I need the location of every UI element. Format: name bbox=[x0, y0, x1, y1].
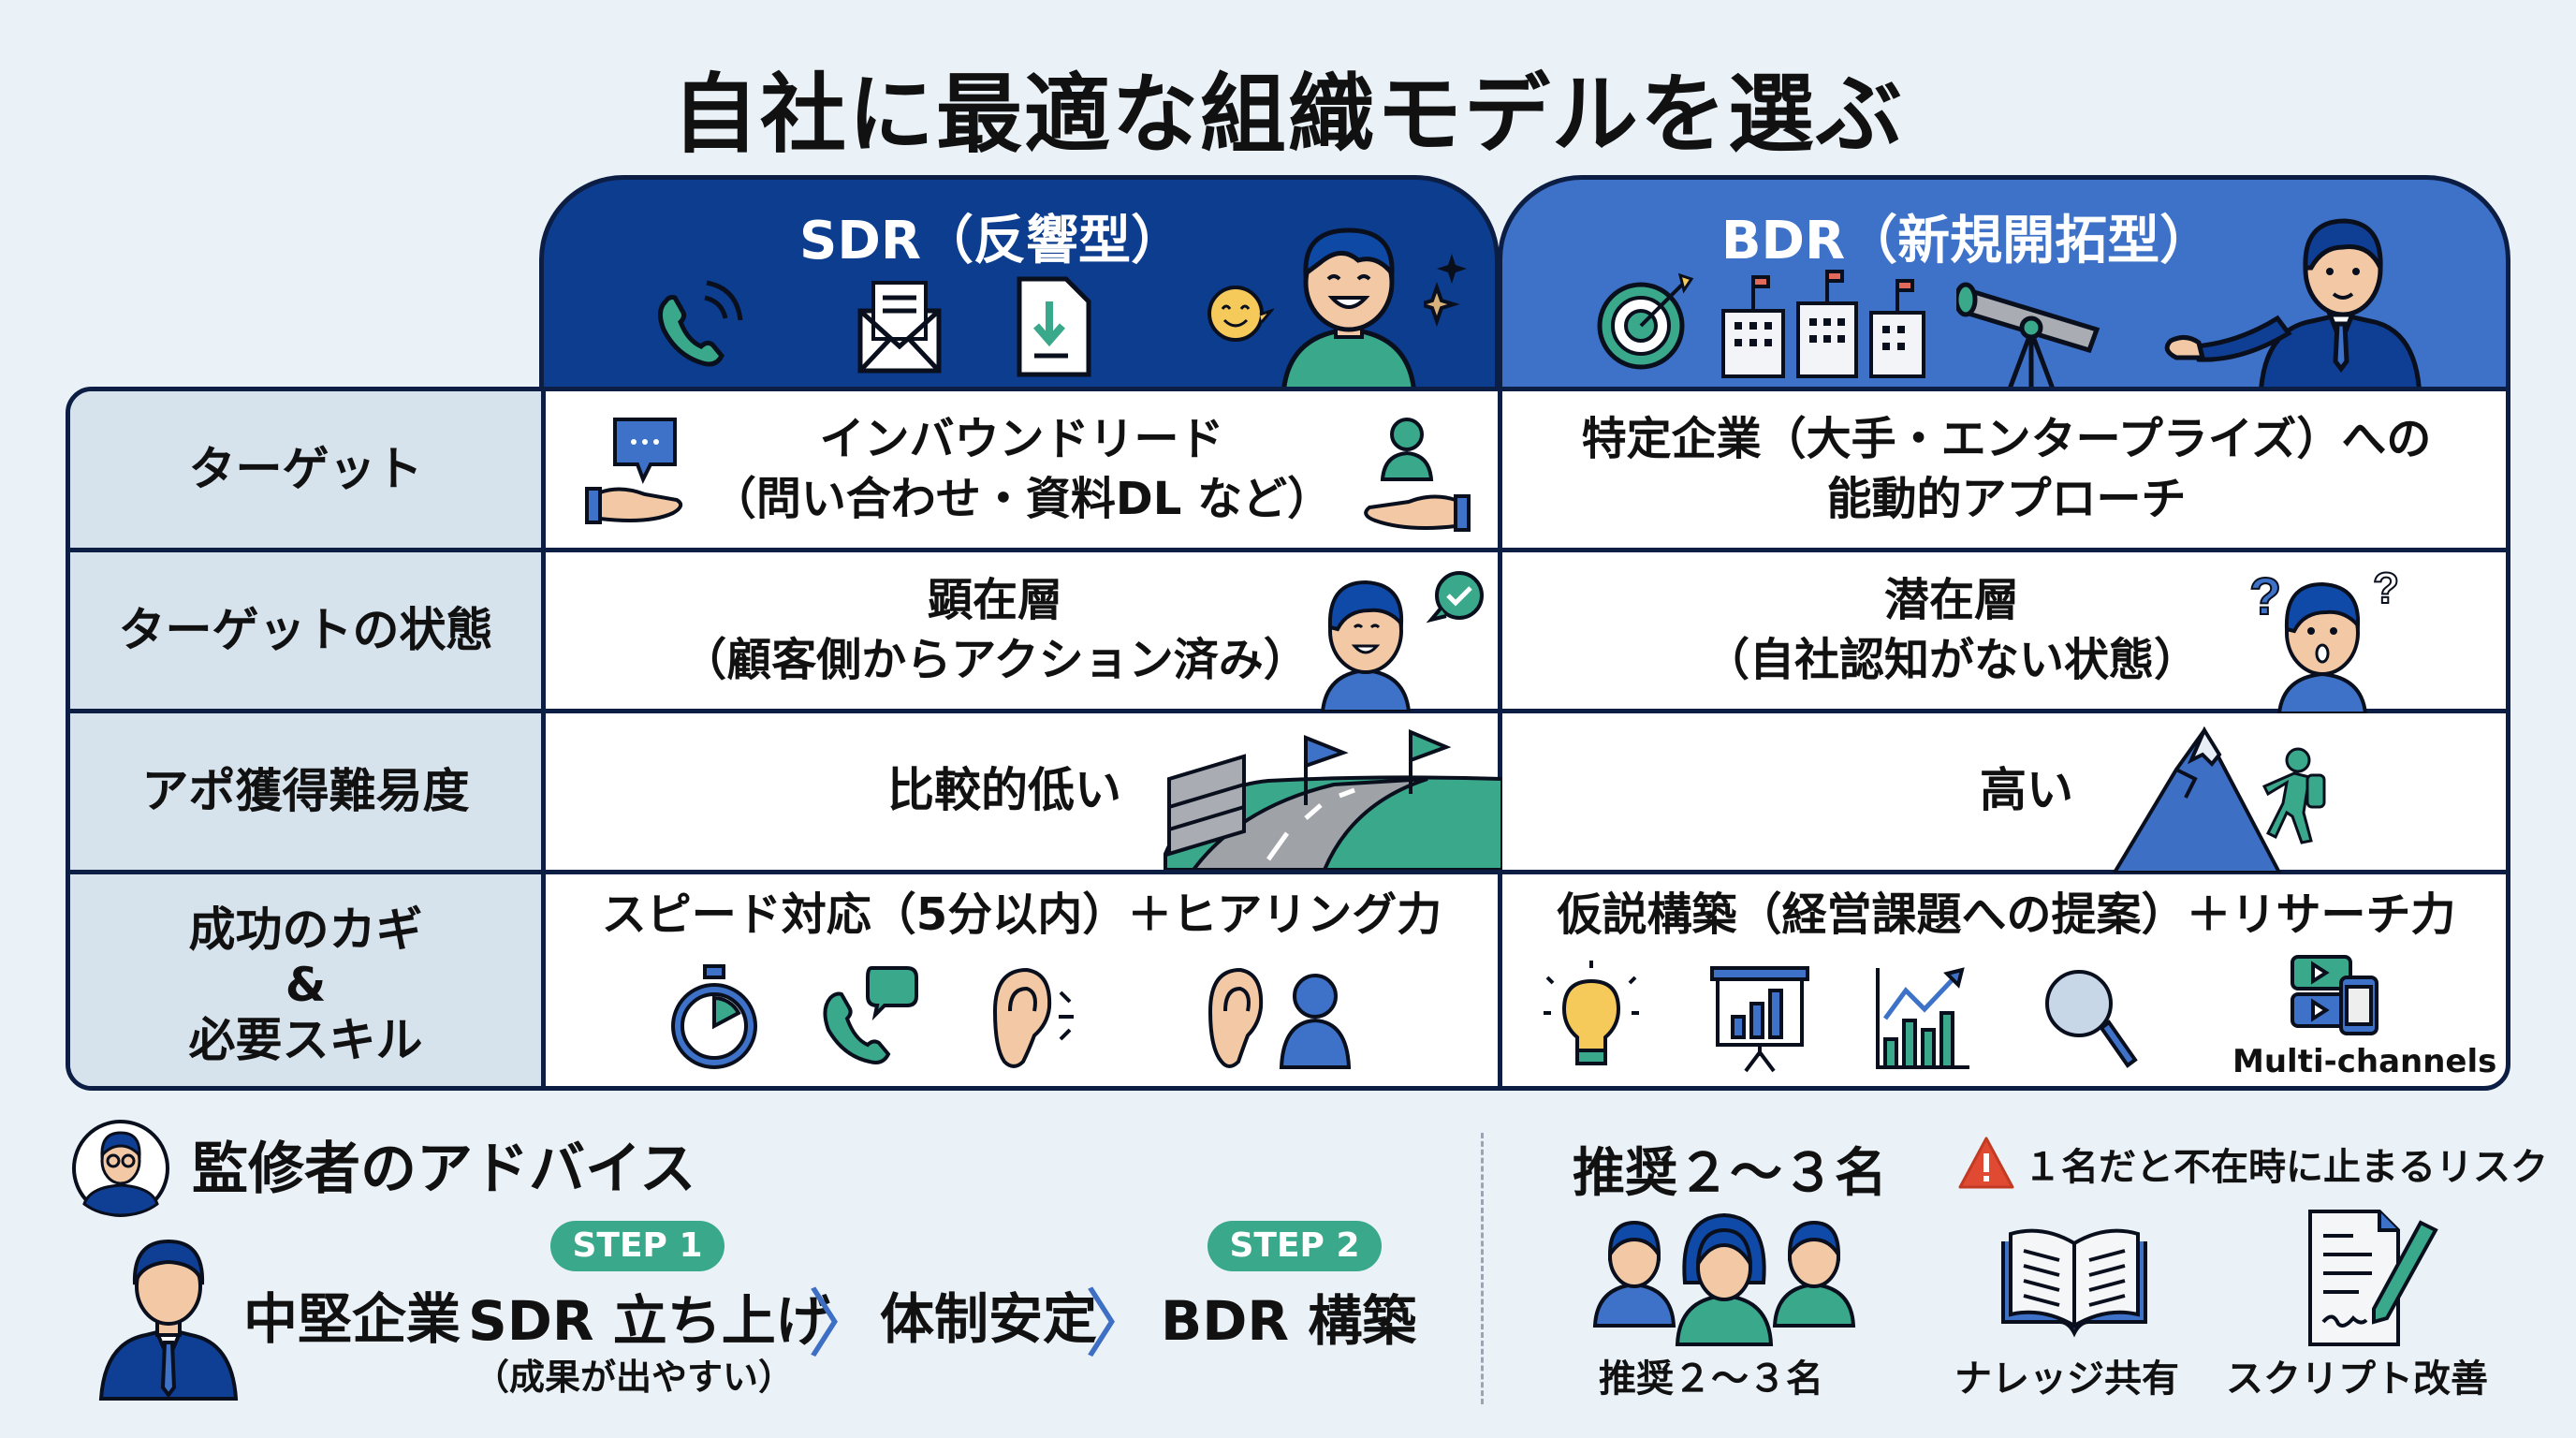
mountain-climber-icon bbox=[2112, 726, 2326, 873]
table-row-target-state: ターゲットの状態 顕在層 （顧客側からアクション済み） 潜在層 （自社認知がない… bbox=[70, 552, 2506, 713]
bdr-cell-target: 特定企業（大手・エンタープライズ）への 能動的アプローチ bbox=[1502, 391, 2506, 548]
hand-chat-bubble-icon bbox=[585, 418, 683, 524]
bdr-state-line1: 潜在層 bbox=[1883, 574, 2019, 626]
road-flags-wall-icon bbox=[1164, 728, 1502, 870]
script-edit-icon bbox=[2308, 1210, 2438, 1346]
multi-channels-caption: Multi-channels bbox=[2232, 1043, 2497, 1080]
target-icon bbox=[1597, 272, 1694, 370]
step1-badge: STEP 1 bbox=[550, 1221, 724, 1271]
smiley-bubble-icon bbox=[1208, 286, 1274, 342]
knowledge-sharing-caption: ナレッジ共有 bbox=[1954, 1357, 2179, 1401]
table-row-success-keys: 成功のカギ & 必要スキル スピード対応（5分以内）＋ヒアリング力 bbox=[70, 874, 2506, 1086]
row-label-line2: & bbox=[285, 957, 327, 1012]
step2-text: BDR 構築 bbox=[1161, 1289, 1417, 1353]
row-label-line1: 成功のカギ bbox=[188, 902, 423, 957]
step1-text: SDR 立ち上げ bbox=[468, 1289, 830, 1353]
sdr-target-line1: インバウンドリード bbox=[819, 413, 1224, 465]
step2-badge: STEP 2 bbox=[1208, 1221, 1382, 1271]
table-row-target: ターゲット インバウンドリード （問い合わせ・資料DL など） bbox=[70, 391, 2506, 552]
bdr-column-header: BDR（新規開拓型） bbox=[1498, 175, 2510, 389]
sdr-header-title: SDR（反響型） bbox=[799, 211, 1183, 271]
bdr-cell-state: 潜在層 （自社認知がない状態） ? ? bbox=[1502, 552, 2506, 713]
stopwatch-icon bbox=[671, 964, 757, 1069]
sdr-difficulty-value: 比較的低い bbox=[887, 763, 1121, 817]
svg-text:?: ? bbox=[2373, 564, 2399, 612]
multi-channel-video-icon bbox=[2291, 955, 2378, 1035]
presentation-chart-icon bbox=[1710, 966, 1809, 1073]
bdr-cell-difficulty: 高い bbox=[1502, 713, 2506, 873]
page-title: 自社に最適な組織モデルを選ぶ bbox=[671, 65, 1904, 165]
bdr-target-line1: 特定企業（大手・エンタープライズ）への bbox=[1581, 413, 2432, 465]
sdr-state-line2: （顧客側からアクション済み） bbox=[681, 634, 1309, 686]
buildings-icon bbox=[1721, 270, 1925, 378]
advice-heading: 監修者のアドバイス bbox=[192, 1137, 696, 1202]
hand-person-icon bbox=[1364, 418, 1471, 532]
sdr-cell-target: インバウンドリード （問い合わせ・資料DL など） bbox=[546, 391, 1502, 548]
businessman-icon bbox=[98, 1239, 239, 1401]
phone-ringing-icon bbox=[658, 280, 743, 367]
satisfied-person-icon bbox=[1320, 571, 1484, 712]
supervisor-avatar-icon bbox=[72, 1120, 169, 1217]
businessman-pointing-icon bbox=[2164, 218, 2422, 389]
flow-chevron-2: 〉 bbox=[1084, 1281, 1159, 1368]
bdr-header-title: BDR（新規開拓型） bbox=[1720, 211, 2213, 271]
bdr-difficulty-value: 高い bbox=[1980, 763, 2073, 817]
sdr-success-text: スピード対応（5分以内）＋ヒアリング力 bbox=[601, 888, 1442, 941]
sdr-cell-success-keys: スピード対応（5分以内）＋ヒアリング力 bbox=[546, 874, 1502, 1086]
ear-person-icon bbox=[1208, 967, 1352, 1069]
bdr-cell-success-keys: 仮説構築（経営課題への提案）＋リサーチ力 bbox=[1502, 874, 2506, 1086]
company-type-label: 中堅企業 bbox=[243, 1287, 461, 1351]
phone-chat-icon bbox=[823, 966, 918, 1064]
sdr-cell-difficulty: 比較的低い bbox=[546, 713, 1502, 870]
envelope-letter-icon bbox=[857, 281, 942, 374]
row-label-target: ターゲット bbox=[70, 391, 546, 548]
row-label-difficulty: アポ獲得難易度 bbox=[70, 713, 546, 870]
middle-step-text: 体制安定 bbox=[880, 1287, 1098, 1351]
warning-icon bbox=[1958, 1137, 2014, 1189]
sdr-state-line1: 顕在層 bbox=[927, 574, 1062, 626]
row-label-success-keys: 成功のカギ & 必要スキル bbox=[70, 874, 546, 1086]
growth-chart-icon bbox=[1876, 967, 1969, 1069]
open-book-icon bbox=[2001, 1228, 2147, 1338]
bdr-success-text: 仮説構築（経営課題への提案）＋リサーチ力 bbox=[1557, 888, 2456, 941]
sdr-target-line2: （問い合わせ・資料DL など） bbox=[710, 473, 1333, 525]
sdr-cell-state: 顕在層 （顧客側からアクション済み） bbox=[546, 552, 1502, 712]
step1-note: （成果が出やすい） bbox=[474, 1357, 795, 1398]
sdr-column-header: SDR（反響型） bbox=[539, 175, 1500, 389]
happy-person-icon bbox=[1281, 227, 1416, 389]
team-of-three-icon bbox=[1592, 1212, 1856, 1346]
puzzled-person-icon: ? ? bbox=[2248, 563, 2400, 713]
section-divider bbox=[1481, 1133, 1484, 1404]
bdr-target-line2: 能動的アプローチ bbox=[1826, 473, 2187, 525]
flow-chevron-1: 〉 bbox=[807, 1281, 882, 1368]
ear-listening-icon bbox=[992, 967, 1074, 1068]
svg-text:?: ? bbox=[2249, 566, 2281, 625]
comparison-table: ターゲット インバウンドリード （問い合わせ・資料DL など） bbox=[66, 387, 2510, 1091]
team-heading: 推奨２～３名 bbox=[1573, 1143, 1887, 1204]
magnifier-icon bbox=[2045, 970, 2138, 1068]
lightbulb-icon bbox=[1544, 961, 1639, 1065]
row-label-target-state: ターゲットの状態 bbox=[70, 552, 546, 709]
risk-warning-text: １名だと不在時に止まるリスク bbox=[2024, 1146, 2548, 1189]
telescope-icon bbox=[1956, 282, 2100, 389]
row-label-line3: 必要スキル bbox=[188, 1012, 423, 1067]
script-improvement-caption: スクリプト改善 bbox=[2226, 1357, 2488, 1401]
sparkle-icon bbox=[1424, 254, 1467, 327]
table-row-difficulty: アポ獲得難易度 比較的低い 高い bbox=[70, 713, 2506, 874]
bdr-state-line2: （自社認知がない状態） bbox=[1704, 634, 2199, 686]
team-size-caption: 推奨２～３名 bbox=[1599, 1357, 1823, 1401]
download-document-icon bbox=[1017, 276, 1091, 377]
